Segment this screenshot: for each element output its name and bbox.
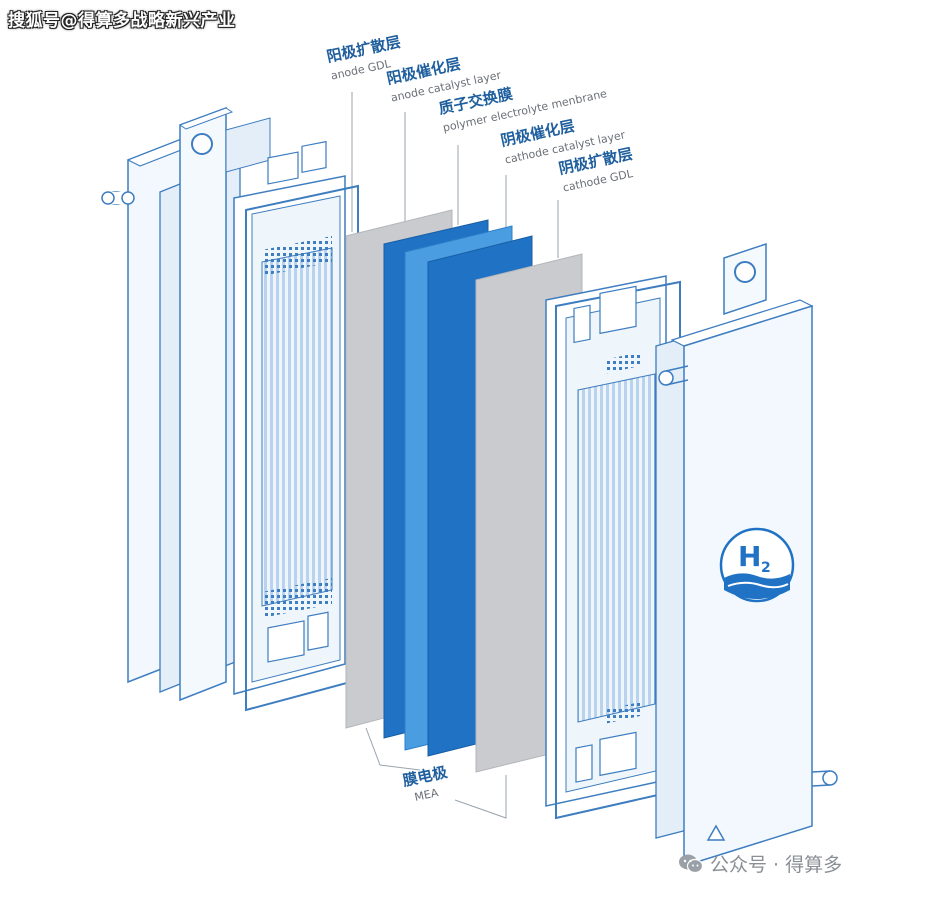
wechat-icon: [679, 854, 704, 873]
right-tab-hole: [734, 261, 756, 283]
left-tab-hole: [191, 133, 213, 155]
label-anode-gdl-zh: 阳极扩散层: [325, 33, 402, 66]
watermark-bottom: 公众号 · 得算多: [678, 850, 842, 877]
right-outlet-port: [822, 770, 838, 786]
right-inlet-port: [658, 370, 674, 386]
h2-logo-text: H: [738, 540, 761, 573]
watermark-top: 搜狐号@得算多战略新兴产业: [8, 11, 236, 31]
label-mea-en: MEA: [413, 786, 440, 804]
label-mea-zh: 膜电极: [401, 763, 450, 790]
h2-logo-subscript: 2: [761, 560, 771, 576]
watermark-bottom-text: 公众号 · 得算多: [710, 854, 843, 876]
left-bipolar-plate: [233, 140, 359, 712]
leader-lines: [351, 92, 559, 819]
h2-logo: H 2: [719, 527, 795, 603]
left-current-collector: [159, 106, 271, 702]
label-mea: 膜电极 MEA: [401, 763, 450, 804]
warning-triangle-icon: [706, 824, 726, 841]
right-bipolar-plate: [545, 275, 681, 820]
